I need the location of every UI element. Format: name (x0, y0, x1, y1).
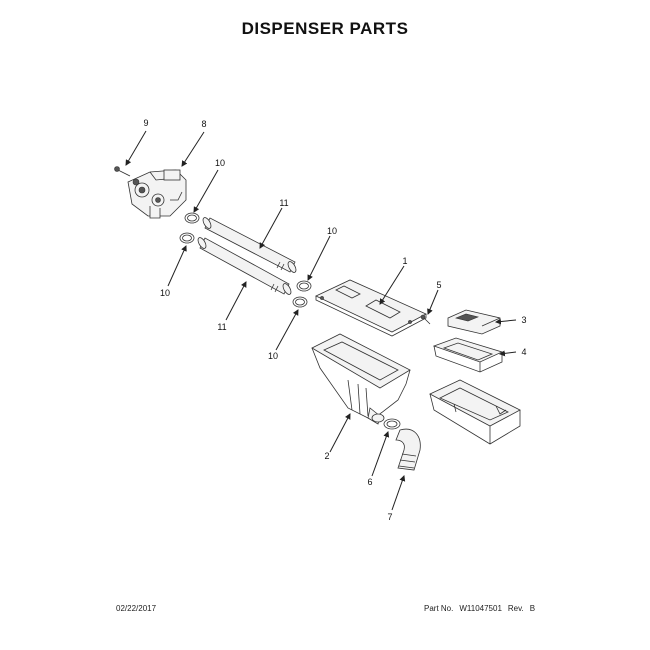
callout-10-upper-right: 10 (327, 226, 337, 236)
callout-8: 8 (201, 119, 206, 129)
rev-value: B (529, 604, 536, 613)
part-11-hose-upper (202, 217, 297, 273)
detergent-drawer (429, 379, 521, 445)
callout-6: 6 (367, 477, 372, 487)
part-10-clamp-upper-right (296, 280, 312, 292)
footer-part-info: Part No. W11047501 Rev. B (424, 604, 541, 613)
part-9-screw (114, 166, 131, 177)
callout-1: 1 (402, 256, 407, 266)
part-10-clamp-lower-left (179, 232, 195, 244)
part-3-dispenser-cap (447, 309, 501, 335)
callout-7: 7 (387, 512, 392, 522)
callout-11-lower: 11 (217, 322, 226, 332)
callout-4: 4 (521, 347, 526, 357)
part-8-inlet-valve (127, 169, 187, 219)
part-10-clamp-lower-right (292, 296, 308, 308)
part-10-clamp-upper-left (184, 212, 200, 224)
part-11-hose-lower (197, 237, 292, 295)
part-5-screw (420, 314, 431, 325)
callout-11-upper: 11 (279, 198, 288, 208)
page-title: DISPENSER PARTS (241, 19, 409, 38)
part-no-value: W11047501 (459, 604, 502, 613)
part-4-softener-cup (432, 337, 504, 373)
part-2-dispenser-housing (311, 333, 411, 425)
callout-3: 3 (521, 315, 526, 325)
footer-date: 02/22/2017 (116, 604, 157, 613)
part-1-dispenser-cover (315, 279, 427, 337)
part-7-bellows-hose (395, 428, 421, 471)
callout-2: 2 (324, 451, 329, 461)
callout-10-lower-left: 10 (160, 288, 170, 298)
callout-9: 9 (143, 118, 148, 128)
callout-5: 5 (436, 280, 441, 290)
callout-10-upper-left: 10 (215, 158, 225, 168)
rev-label: Rev. (507, 604, 524, 613)
callout-10-lower-right: 10 (268, 351, 278, 361)
part-6-clamp (383, 418, 401, 430)
part-no-label: Part No. (424, 604, 454, 613)
